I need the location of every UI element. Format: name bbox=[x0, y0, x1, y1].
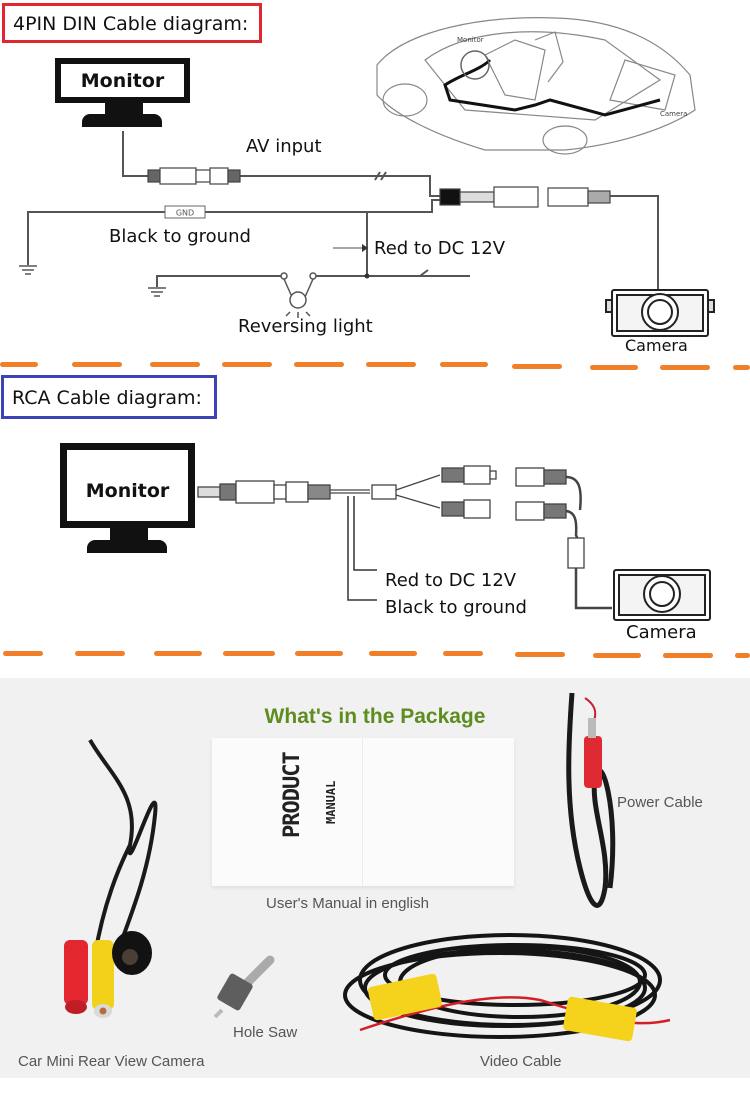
item-label-camera: Car Mini Rear View Camera bbox=[18, 1053, 205, 1070]
black-to-ground-label: Black to ground bbox=[109, 226, 251, 247]
break-mark bbox=[374, 171, 387, 181]
power-cable-image bbox=[566, 692, 616, 908]
product-manual-image: PRODUCT MANUAL bbox=[212, 738, 514, 886]
camera-icon bbox=[605, 289, 715, 337]
av-cable bbox=[240, 175, 440, 197]
rca-red-to-dc-label: Red to DC 12V bbox=[385, 570, 517, 591]
junction-dot bbox=[364, 273, 370, 279]
gnd-tag-text: GND bbox=[176, 209, 194, 218]
ground-wire bbox=[27, 199, 440, 265]
reversing-light-icon bbox=[280, 272, 317, 318]
section-divider bbox=[0, 362, 750, 370]
arrow-head bbox=[362, 244, 368, 252]
package-title: What's in the Package bbox=[264, 705, 486, 728]
camera-wire bbox=[610, 195, 659, 290]
car-cable bbox=[443, 58, 661, 117]
manual-cover-line1: PRODUCT bbox=[280, 752, 305, 838]
car-installation-illustration: Monitor Camera bbox=[376, 17, 696, 155]
monitor-cable bbox=[122, 131, 148, 177]
section-title-4pin: 4PIN DIN Cable diagram: bbox=[2, 3, 262, 43]
section-divider bbox=[0, 651, 750, 659]
power-leads bbox=[347, 496, 377, 601]
camera-label: Camera bbox=[625, 336, 688, 355]
ground-symbol-icon bbox=[148, 287, 166, 297]
wiring-diagram-rca bbox=[197, 465, 711, 621]
rear-view-camera-image bbox=[64, 739, 158, 1018]
ground-symbol-icon bbox=[19, 265, 37, 275]
monitor-label: Monitor bbox=[85, 480, 170, 502]
item-label-manual: User's Manual in english bbox=[266, 895, 429, 912]
wiring-diagram-4pin: GND bbox=[19, 131, 715, 337]
switch bbox=[419, 269, 429, 277]
item-label-power-cable: Power Cable bbox=[617, 794, 703, 811]
din-connector bbox=[439, 186, 611, 208]
hole-saw-image bbox=[213, 955, 275, 1019]
monitor-label: Monitor bbox=[80, 70, 165, 92]
av-input-label: AV input bbox=[246, 136, 322, 157]
section-title-rca: RCA Cable diagram: bbox=[1, 375, 217, 419]
av-connector bbox=[147, 167, 241, 185]
reversing-light-label: Reversing light bbox=[238, 316, 373, 337]
car-camera-label: Camera bbox=[660, 110, 687, 118]
item-label-hole-saw: Hole Saw bbox=[233, 1024, 298, 1041]
light-wire bbox=[156, 275, 367, 287]
manual-cover-text: PRODUCT bbox=[280, 752, 305, 838]
rca-black-to-ground-label: Black to ground bbox=[385, 597, 527, 618]
camera-icon bbox=[613, 569, 711, 621]
rca-camera-label: Camera bbox=[626, 622, 697, 643]
manual-cover-line2: MANUAL bbox=[324, 780, 338, 824]
video-cable-image bbox=[343, 933, 671, 1042]
car-monitor-label: Monitor bbox=[457, 36, 484, 44]
gnd-tag bbox=[164, 205, 206, 219]
item-label-video-cable: Video Cable bbox=[480, 1053, 562, 1070]
red-to-dc-label: Red to DC 12V bbox=[374, 238, 506, 259]
